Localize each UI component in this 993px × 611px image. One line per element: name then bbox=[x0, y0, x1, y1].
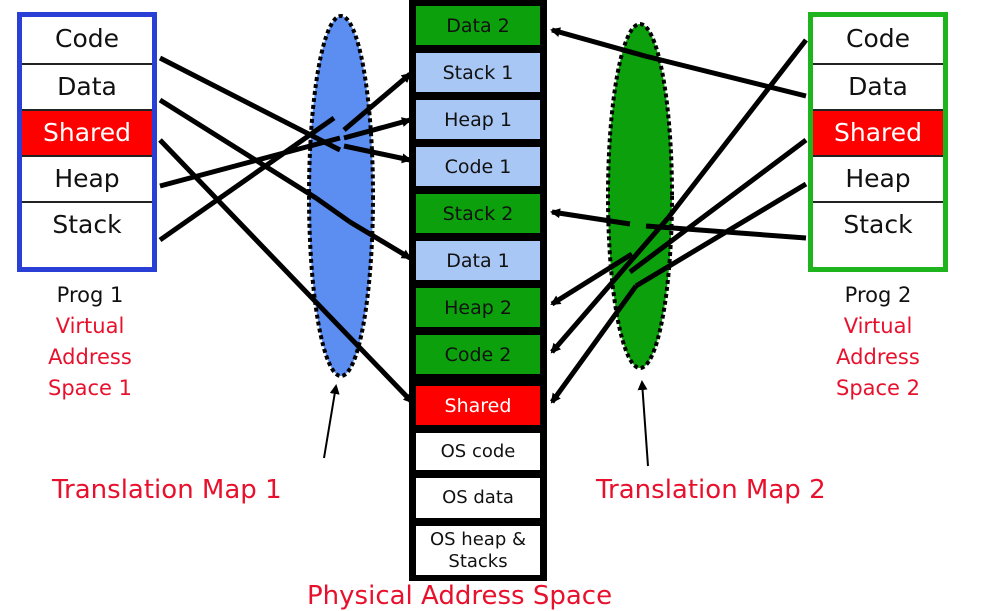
prog1-label-space: Space 1 bbox=[47, 376, 133, 400]
arrow-p1-code-to-map1 bbox=[158, 55, 342, 153]
phys-heap2: Heap 2 bbox=[414, 286, 542, 329]
arrow-map1-to-code1 bbox=[343, 143, 412, 164]
prog1-shared-segment: Shared bbox=[22, 109, 152, 155]
phys-code2: Code 2 bbox=[414, 333, 542, 376]
prog2-code-segment: Code bbox=[813, 17, 943, 63]
prog1-data-segment: Data bbox=[22, 63, 152, 109]
phys-data1: Data 1 bbox=[414, 239, 542, 282]
arrow-map1-to-heap1 bbox=[343, 117, 412, 141]
arrow-p2-data-to-map2 bbox=[644, 53, 807, 99]
prog2-stack-segment: Stack bbox=[813, 201, 943, 247]
prog2-label-address: Address bbox=[836, 345, 920, 369]
phys-os-heap-stacks: OS heap & Stacks bbox=[414, 524, 542, 577]
prog1-label-address: Address bbox=[48, 345, 132, 369]
prog1-name: Prog 1 bbox=[56, 283, 124, 307]
arrow-map2-to-data2 bbox=[550, 27, 646, 59]
translation-map-2-label: Translation Map 2 bbox=[596, 475, 826, 505]
map1-label-pointer bbox=[323, 384, 340, 459]
arrow-map1-to-stack1 bbox=[342, 72, 412, 132]
prog2-label-space: Space 2 bbox=[835, 376, 921, 400]
arrow-map2-to-heap2 bbox=[550, 251, 634, 307]
arrow-p1-data-to-map1 bbox=[158, 97, 318, 201]
translation-map-2-shape bbox=[606, 22, 674, 370]
phys-data2: Data 2 bbox=[414, 4, 542, 47]
arrow-p2-code-to-map2 bbox=[666, 38, 808, 220]
translation-map-1-label: Translation Map 1 bbox=[52, 475, 282, 505]
prog1-address-space: Code Data Shared Heap Stack bbox=[17, 12, 157, 272]
phys-shared: Shared bbox=[414, 384, 542, 427]
arrow-map2-to-code2 bbox=[550, 216, 670, 354]
phys-stack2: Stack 2 bbox=[414, 192, 542, 235]
prog2-heap-segment: Heap bbox=[813, 155, 943, 201]
phys-heap1: Heap 1 bbox=[414, 98, 542, 141]
prog1-stack-segment: Stack bbox=[22, 201, 152, 247]
prog2-address-space: Code Data Shared Heap Stack bbox=[808, 12, 948, 272]
prog2-shared-segment: Shared bbox=[813, 109, 943, 155]
arrow-map2-to-shared bbox=[549, 284, 639, 404]
prog1-caption: Prog 1 Virtual Address Space 1 bbox=[30, 280, 150, 404]
phys-os-code: OS code bbox=[414, 431, 542, 472]
physical-address-space-label: Physical Address Space bbox=[307, 581, 613, 611]
arrow-p1-stack-to-map1 bbox=[158, 115, 336, 243]
prog2-name: Prog 2 bbox=[844, 283, 912, 307]
physical-address-space: Data 2 Stack 1 Heap 1 Code 1 Stack 2 Dat… bbox=[409, 0, 547, 581]
prog1-heap-segment: Heap bbox=[22, 155, 152, 201]
arrow-p1-heap-to-map1 bbox=[159, 135, 341, 189]
phys-os-data: OS data bbox=[414, 476, 542, 520]
arrow-map2-to-stack2 bbox=[550, 208, 631, 227]
phys-code1: Code 1 bbox=[414, 145, 542, 188]
prog1-code-segment: Code bbox=[22, 17, 152, 63]
phys-stack1: Stack 1 bbox=[414, 51, 542, 94]
prog1-label-virtual: Virtual bbox=[55, 314, 125, 338]
translation-map-1-shape bbox=[307, 14, 375, 378]
arrow-map1-to-data1 bbox=[348, 219, 412, 261]
prog2-data-segment: Data bbox=[813, 63, 943, 109]
arrow-p1-shared-to-phys bbox=[158, 138, 414, 404]
map2-label-pointer bbox=[637, 380, 649, 467]
arrow-p2-shared-to-map2 bbox=[628, 138, 808, 274]
arrow-map1-data-bend bbox=[314, 195, 352, 225]
arrow-p2-heap-to-map2 bbox=[634, 181, 808, 289]
prog2-caption: Prog 2 Virtual Address Space 2 bbox=[818, 280, 938, 404]
arrow-p2-stack-to-map2 bbox=[645, 223, 807, 241]
prog2-label-virtual: Virtual bbox=[843, 314, 913, 338]
